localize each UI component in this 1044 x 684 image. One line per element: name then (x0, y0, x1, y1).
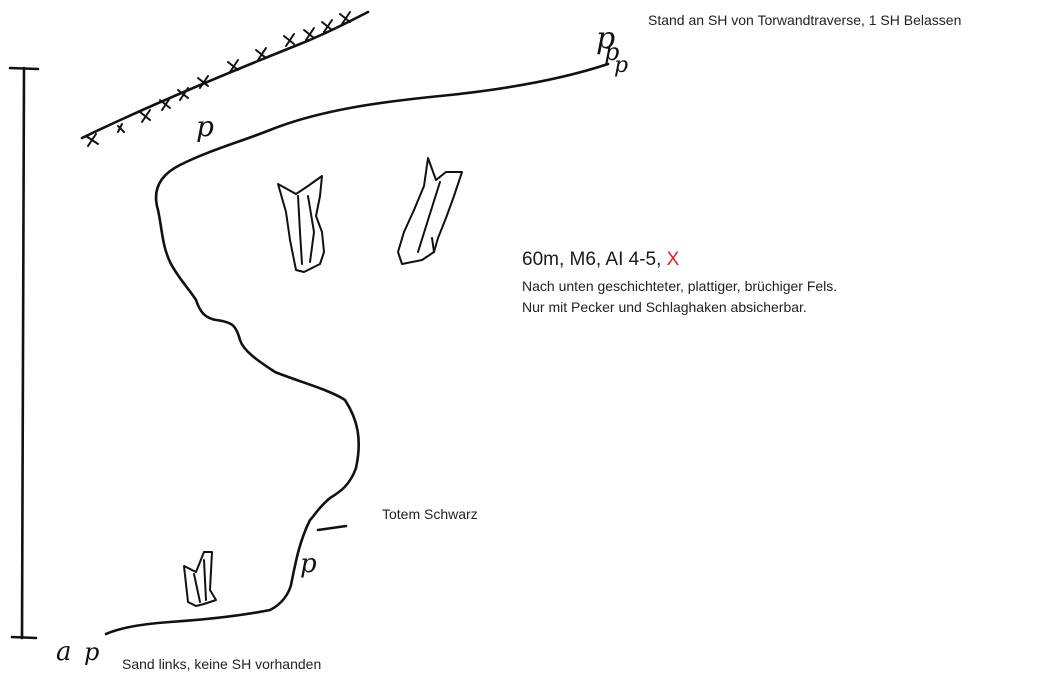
route-grade-label: 60m, M6, AI 4-5, X (522, 249, 679, 271)
grade-danger-mark: X (666, 249, 680, 270)
height-scale-bar (8, 66, 40, 640)
top-belay-label: Stand an SH von Torwandtraverse, 1 SH Be… (648, 12, 962, 28)
feature-name-label: Totem Schwarz (382, 506, 478, 522)
route-description-line-2: Nur mit Pecker und Schlaghaken absicherb… (522, 299, 807, 315)
grade-text: 60m, M6, AI 4-5, (522, 249, 667, 270)
ice-streak-bottom (183, 551, 217, 607)
ice-streak-upper-left (277, 175, 325, 273)
anchor-mark-bottom: a (56, 637, 72, 667)
piton-mark-top-3: p (614, 53, 628, 78)
piton-mark-top-2: p (604, 38, 619, 66)
bottom-belay-label: Sand links, keine SH vorhanden (122, 656, 322, 672)
piton-mark-lower: p (300, 549, 317, 579)
roof-crosses (85, 11, 351, 147)
ice-streak-upper-right (397, 157, 463, 265)
route-line (104, 62, 610, 636)
piton-mark-bottom: p (84, 638, 99, 666)
route-description-line-1: Nach unten geschichteter, plattiger, brü… (522, 278, 838, 294)
piton-mark-top-1: p (596, 21, 615, 56)
feature-tick (316, 524, 348, 532)
piton-mark-roof: p (196, 110, 214, 143)
